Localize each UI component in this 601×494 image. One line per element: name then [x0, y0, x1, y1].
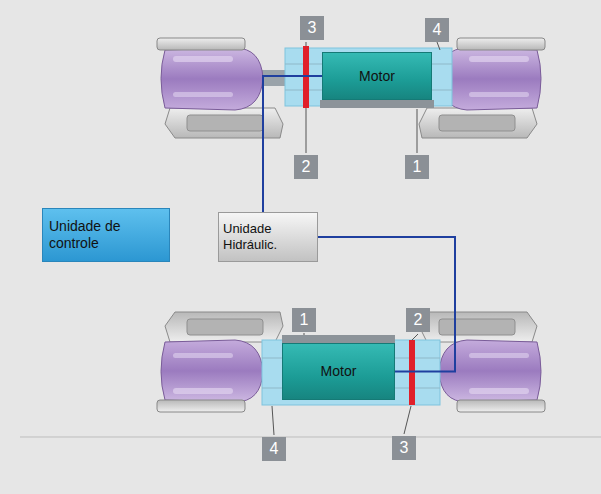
leader-line	[437, 42, 440, 50]
callout-text: 3	[400, 439, 409, 457]
leader-line	[272, 406, 274, 435]
callout-number: 4	[425, 18, 449, 42]
callout-text: 4	[270, 440, 279, 458]
wheel-gear-unit	[157, 38, 292, 138]
motor-box: Motor	[282, 343, 395, 400]
callout-text: 3	[308, 19, 317, 37]
hydraulic-line	[263, 76, 322, 212]
callout-number: 2	[406, 308, 430, 332]
node-label: Unidade Hidráulic.	[223, 221, 311, 252]
leader-line	[404, 406, 411, 434]
motor-box: Motor	[322, 52, 432, 100]
callout-text: 1	[413, 158, 422, 176]
leader-line	[304, 333, 305, 335]
node-label: Motor	[321, 363, 357, 380]
callout-number: 3	[392, 436, 416, 460]
leader-line	[417, 109, 418, 153]
callout-text: 2	[302, 158, 311, 176]
leader-line	[412, 334, 418, 340]
control-unit-box: Unidade de controle	[42, 208, 170, 262]
motor-frame-bar	[320, 100, 434, 108]
callout-number: 1	[405, 155, 429, 179]
callout-number: 2	[294, 155, 318, 179]
motor-frame-bar	[282, 335, 395, 343]
callout-text: 2	[414, 311, 423, 329]
callout-text: 1	[300, 311, 309, 329]
leader-line	[306, 42, 307, 46]
callout-number: 1	[292, 308, 316, 332]
separator-line	[20, 437, 601, 438]
callout-text: 4	[433, 21, 442, 39]
callout-number: 3	[300, 16, 324, 40]
callout-number: 4	[262, 437, 286, 461]
node-label: Motor	[359, 68, 395, 85]
leader-line	[306, 108, 307, 153]
hydraulic-unit-box: Unidade Hidráulic.	[218, 212, 318, 262]
node-label: Unidade de controle	[49, 218, 149, 252]
